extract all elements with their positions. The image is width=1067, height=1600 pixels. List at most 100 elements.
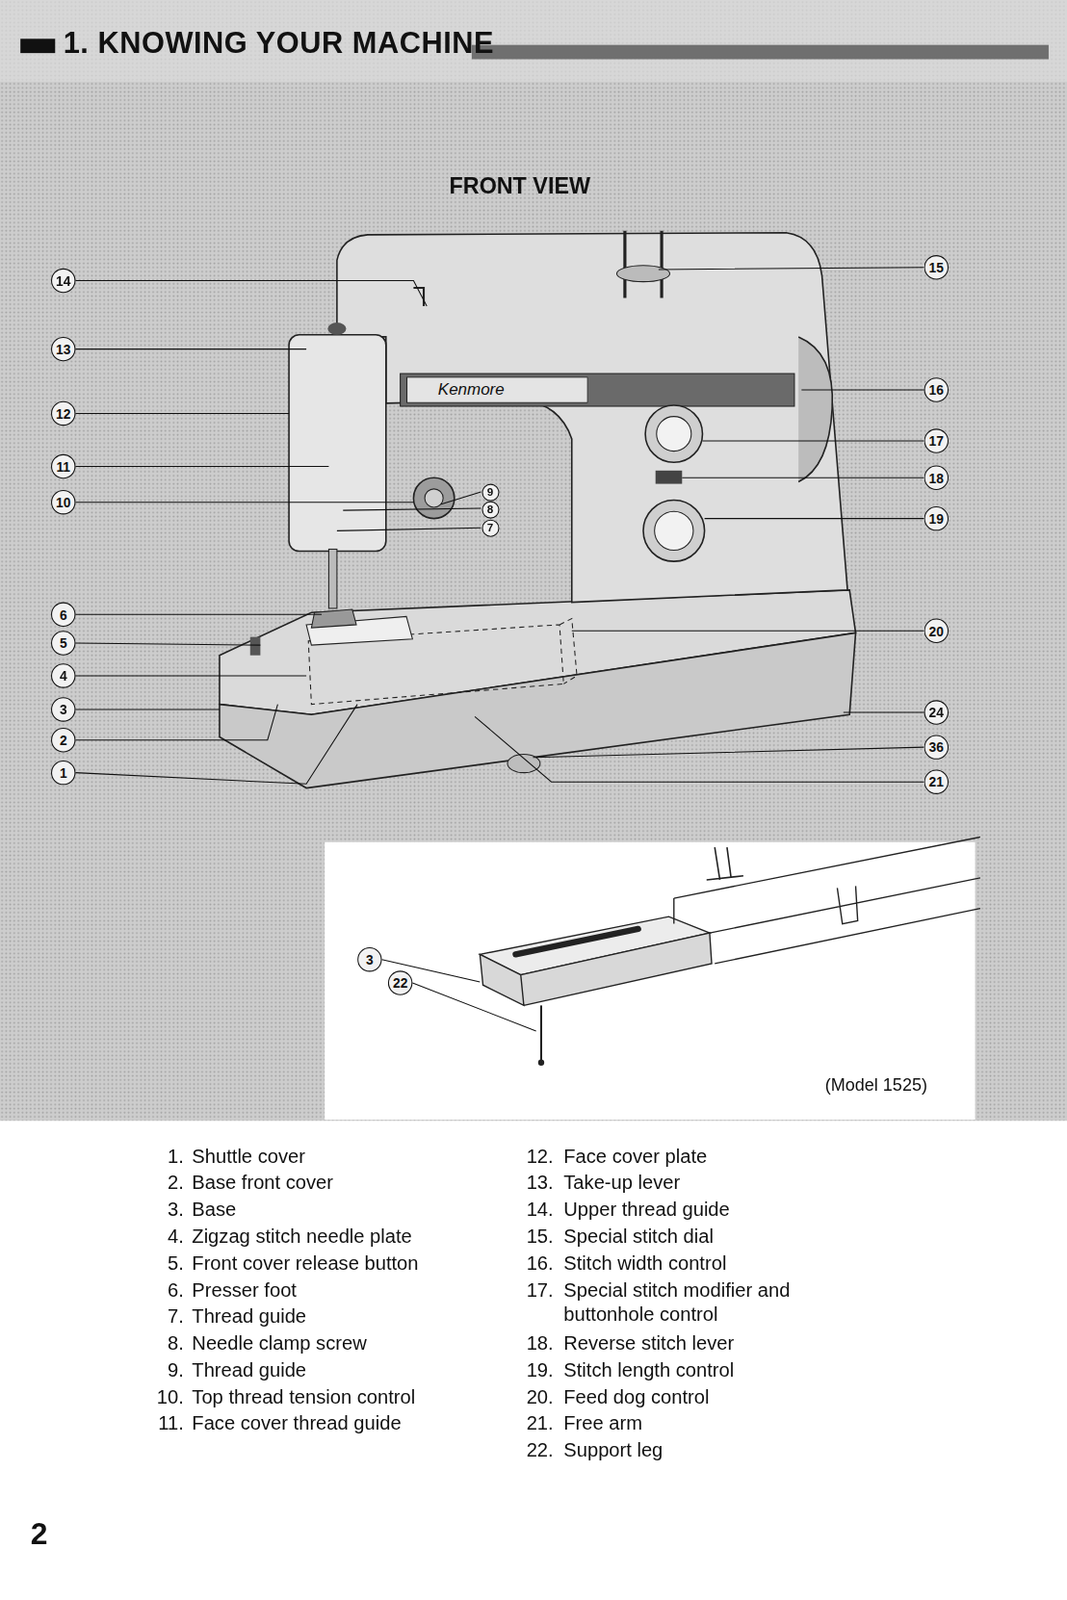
item-number: 10. <box>142 1385 183 1410</box>
part-name: Reverse stitch lever <box>563 1331 734 1356</box>
part-name: Face cover plate <box>563 1145 707 1170</box>
part-name: Feed dog control <box>563 1385 709 1410</box>
callout-number: 4 <box>51 663 76 688</box>
node-text: 13 <box>55 342 71 357</box>
dial-center <box>654 511 694 550</box>
item-number: 16. <box>512 1251 553 1276</box>
item-number: 18. <box>512 1331 553 1356</box>
node-text: 17 <box>929 434 944 448</box>
tension-center <box>424 489 443 508</box>
item-number: 9. <box>142 1358 183 1383</box>
reverse-lever <box>655 470 683 485</box>
node-text: 1 <box>59 766 68 781</box>
callout-number: 12 <box>51 401 76 426</box>
part-name: Take-up lever <box>563 1171 680 1196</box>
inset-panel <box>324 842 975 1120</box>
part-name: Thread guide <box>191 1358 307 1383</box>
node-text: 5 <box>59 636 68 651</box>
part-name: Upper thread guide <box>563 1197 729 1223</box>
node-text: 10 <box>55 495 71 510</box>
halftone-background <box>0 0 1067 1121</box>
node-text: 36 <box>929 740 944 755</box>
part-name: Face cover thread guide <box>191 1411 401 1436</box>
item-number: 12. <box>512 1145 553 1170</box>
needle-bar <box>328 548 337 608</box>
callout-number: 3 <box>357 947 382 972</box>
item-number: 17. <box>512 1277 553 1302</box>
callout-number: 18 <box>924 465 949 490</box>
callout-number: 16 <box>924 377 949 402</box>
presser-foot-sketch <box>706 847 744 881</box>
callout-number: 15 <box>924 255 949 280</box>
node-text: 12 <box>55 407 71 421</box>
extension-front <box>479 933 712 1006</box>
machine-arm <box>337 233 848 603</box>
callout-number: 2 <box>51 728 76 753</box>
item-number: 2. <box>142 1171 183 1196</box>
node-text: 24 <box>929 705 944 720</box>
item-number: 13. <box>512 1171 553 1196</box>
item-number: 19. <box>512 1358 553 1383</box>
presser-foot <box>311 609 357 628</box>
node-text: 11 <box>55 460 71 474</box>
item-number: 15. <box>512 1224 553 1250</box>
stitch-width-dial <box>645 405 703 463</box>
callout-number: 13 <box>51 337 76 362</box>
handwheel <box>798 337 833 483</box>
callout-number: 17 <box>924 428 949 453</box>
item-number: 8. <box>142 1331 183 1356</box>
dial-center <box>656 416 692 452</box>
callout-number: 9 <box>481 483 499 501</box>
node-text: 21 <box>929 775 944 789</box>
view-heading: FRONT VIEW <box>449 173 591 201</box>
part-name: Free arm <box>563 1411 643 1436</box>
part-name: Front cover release button <box>191 1251 418 1276</box>
special-stitch-dial <box>616 265 670 283</box>
node-text: 4 <box>59 669 68 683</box>
part-name: Thread guide <box>191 1304 307 1329</box>
callout-number: 20 <box>924 619 949 644</box>
part-name: Stitch length control <box>563 1358 734 1383</box>
callout-number: 10 <box>51 490 76 515</box>
item-number: 1. <box>142 1145 183 1170</box>
node-text: 6 <box>59 607 68 622</box>
item-number: 22. <box>512 1438 553 1463</box>
title-bar-right <box>471 45 1049 60</box>
callout-number: 22 <box>388 970 413 995</box>
part-name: Zigzag stitch needle plate <box>191 1224 412 1250</box>
callout-number: 7 <box>481 519 499 537</box>
node-text: 8 <box>487 503 494 516</box>
model-note: (Model 1525) <box>825 1076 928 1097</box>
leader-lines <box>75 267 924 1032</box>
item-number: 14. <box>512 1197 553 1223</box>
node-text: 14 <box>55 274 71 288</box>
support-leg <box>540 1005 543 1062</box>
part-name: Base <box>191 1197 236 1223</box>
part-name: Base front cover <box>191 1171 334 1196</box>
part-name: Support leg <box>563 1438 663 1463</box>
part-name: Presser foot <box>191 1277 297 1302</box>
top-knob <box>327 322 346 336</box>
face-cover <box>288 335 387 552</box>
part-name: Top thread tension control <box>191 1385 416 1410</box>
extension-slot <box>515 929 638 956</box>
title-bar-left <box>20 38 55 53</box>
page-number: 2 <box>30 1517 49 1553</box>
node-text: 3 <box>59 702 68 717</box>
callout-number: 8 <box>481 500 499 519</box>
front-slot <box>400 373 795 407</box>
node-text: 15 <box>929 260 944 275</box>
node-text: 20 <box>929 624 944 638</box>
callout-number: 36 <box>924 734 949 759</box>
item-number: 3. <box>142 1197 183 1223</box>
part-name: Stitch width control <box>563 1251 727 1276</box>
support-leg-tip <box>538 1060 545 1067</box>
name-plate: Kenmore <box>406 376 589 404</box>
callout-number: 14 <box>51 268 76 293</box>
release-button <box>250 637 261 656</box>
callout-number: 19 <box>924 506 949 531</box>
callout-number: 3 <box>51 697 76 722</box>
item-number: 11. <box>142 1411 183 1436</box>
callout-number: 24 <box>924 700 949 725</box>
base-front <box>219 632 857 788</box>
